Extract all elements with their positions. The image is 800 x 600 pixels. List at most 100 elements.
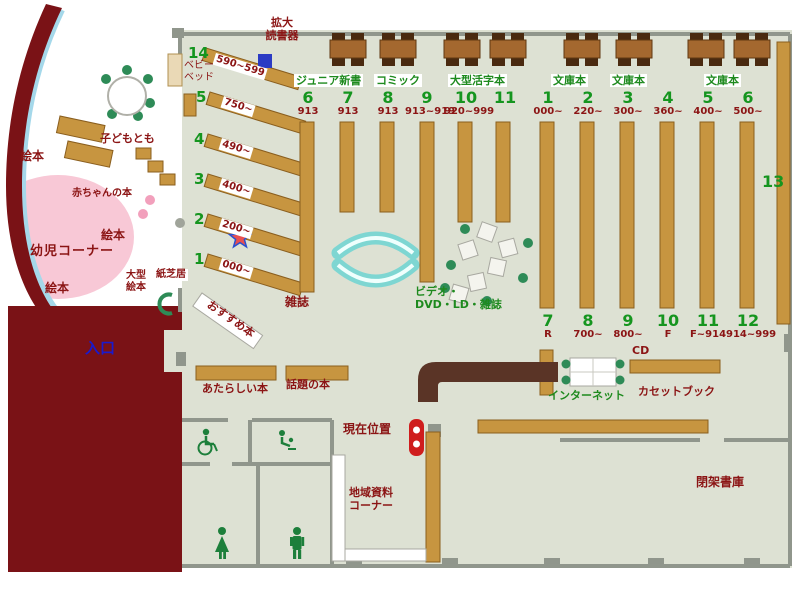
group-seats (440, 221, 533, 306)
stack-range: 220~ (573, 105, 603, 117)
stack-number: 12 (736, 311, 760, 330)
infant-corner-label: 幼児コーナー (30, 244, 115, 259)
stack-number: 10 (454, 88, 478, 107)
picture-books-label: 絵本 (45, 281, 70, 295)
bench-seats (331, 231, 420, 288)
glass-wall (19, 8, 65, 313)
topical-books-label: 話題の本 (286, 378, 330, 391)
women-restroom-icon (215, 527, 229, 559)
new-books-label: あたらしい本 (202, 382, 268, 395)
stack-number: 11 (696, 311, 720, 330)
stack-number: 10 (656, 311, 680, 330)
current-location-label: 現在位置 (343, 422, 392, 436)
stack-number: 7 (342, 88, 354, 107)
section-bunko-3: 文庫本 (704, 74, 741, 88)
video-line1: ビデオ・ (415, 285, 459, 298)
baby-care-icon (279, 430, 296, 450)
large-picture-line2: 絵本 (126, 282, 146, 293)
stack-range: 913~919 (405, 105, 456, 117)
closed-stacks-label: 閉架書庫 (696, 475, 745, 489)
wheelchair-icon (197, 428, 218, 456)
stack-label: 11 (483, 88, 527, 107)
magnifier-label: 拡大 読書器 (252, 16, 312, 42)
stack-range: 800~ (613, 328, 643, 340)
pillars (172, 28, 791, 567)
kids-round-table (101, 65, 155, 121)
infant-corner-area (22, 175, 134, 299)
stack-number: 8 (582, 311, 594, 330)
stack-range: F (664, 328, 672, 340)
stack-number: 8 (382, 88, 394, 107)
picture-books-label: 絵本 (20, 149, 45, 163)
stack-number: 6 (302, 88, 314, 107)
diag-stack-number: 14 (188, 44, 209, 62)
stack-number: 7 (542, 311, 554, 330)
diag-stack-number: 3 (194, 170, 205, 188)
white-shelves (192, 292, 427, 562)
section-comic: コミック (374, 74, 422, 88)
stack-range: 500~ (733, 105, 763, 117)
stack-range: 000~ (533, 105, 563, 117)
current-location-marker (409, 419, 424, 456)
diag-stack-number: 2 (194, 210, 205, 228)
misc-shelves (55, 93, 721, 563)
stack-range: 913 (377, 105, 399, 117)
stack-range: F~914 (689, 328, 727, 340)
magnifier-line1: 拡大 (271, 16, 293, 29)
stack-number: 6 (742, 88, 754, 107)
magazines-label: 雑誌 (285, 295, 310, 309)
stack-number: 11 (493, 88, 517, 107)
diag-stack-number: 1 (194, 250, 205, 268)
entrance-label: 入口 (85, 339, 116, 357)
stack-range: R (544, 328, 552, 340)
cassette-books-label: カセットブック (638, 385, 715, 398)
men-restroom-icon (290, 527, 305, 559)
internet-station (561, 357, 625, 387)
large-picture-books-label: 大型 絵本 (124, 270, 148, 294)
stack-number: 5 (702, 88, 714, 107)
section-junior: ジュニア新書 (294, 74, 364, 88)
local-line1: 地域資料 (349, 486, 393, 499)
kodomo-no-tomo-label: 子どもとも (100, 132, 155, 145)
stack-range: 300~ (613, 105, 643, 117)
diag-stack-number: 5 (196, 88, 207, 106)
stack-range: 914~999 (726, 328, 777, 340)
staff-area (8, 306, 182, 572)
video-line2: DVD・LD・雑誌 (415, 298, 502, 312)
baby-bed-line2: ベッド (184, 72, 214, 83)
stack-number: 1 (542, 88, 554, 107)
stack-number: 9 (622, 311, 634, 330)
internet-label: インターネット (548, 389, 625, 402)
section-bunko-1: 文庫本 (551, 74, 588, 88)
magnifier-line2: 読書器 (265, 29, 299, 43)
stack-range: 913 (297, 105, 319, 117)
picture-books-label: 絵本 (101, 228, 126, 242)
play-tunnel (157, 292, 173, 316)
baby-books-label: 赤ちゃんの本 (72, 188, 132, 199)
local-line2: コーナー (349, 499, 393, 513)
video-dvd-label: ビデオ・ DVD・LD・雑誌 (415, 285, 502, 311)
baby-bed-line1: ベビー (184, 60, 214, 71)
stack-number: 3 (622, 88, 634, 107)
service-counter (418, 362, 558, 402)
cd-label: CD (632, 344, 650, 357)
floor-cushions (138, 195, 185, 228)
stack-range: 700~ (573, 328, 603, 340)
stack-13-number: 13 (762, 172, 785, 191)
